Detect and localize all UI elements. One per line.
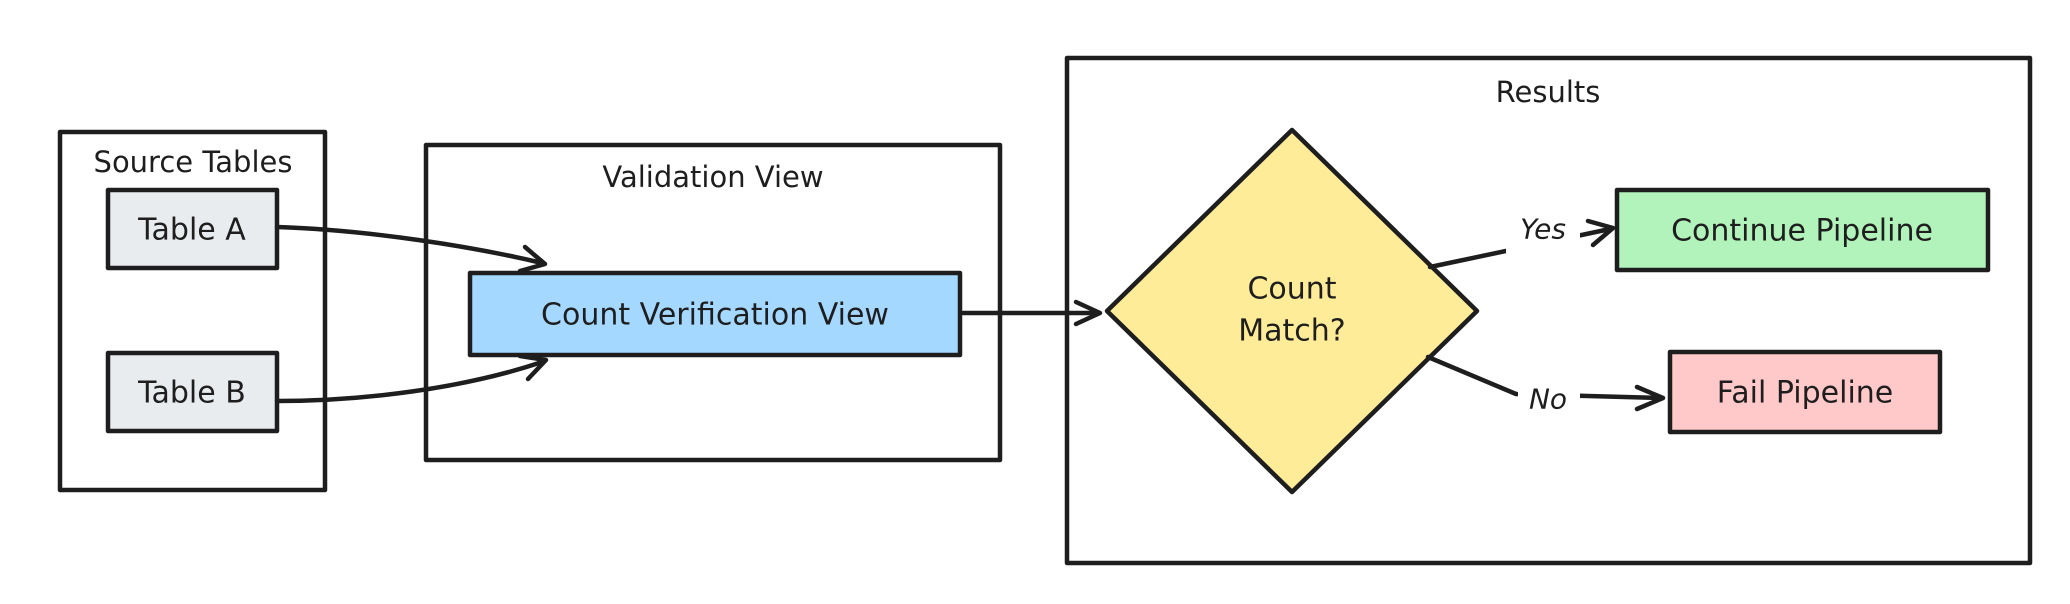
continue-pipeline-label: Continue Pipeline (1671, 214, 1933, 249)
table-a-label: Table A (137, 213, 246, 248)
count-match-diamond (1104, 127, 1480, 495)
edge-no-arrowhead-icon (1634, 384, 1666, 412)
edge-yes-arrowhead-icon (1585, 218, 1616, 248)
edge-verification-arrowhead-icon (1073, 299, 1103, 327)
table-b-node (105, 350, 280, 434)
count-match-label-line2: Match? (1238, 314, 1345, 349)
fail-pipeline-label: Fail Pipeline (1717, 376, 1894, 411)
edge-yes-label: Yes (1520, 213, 1566, 246)
count-verification-view-node (467, 270, 963, 358)
table-b-label: Table B (137, 376, 246, 411)
fail-pipeline-node (1667, 349, 1943, 435)
edge-table-a-to-verification (274, 224, 545, 266)
source-tables-container-label: Source Tables (94, 145, 293, 179)
edge-no-label-bg (1518, 378, 1580, 422)
validation-view-container-label: Validation View (602, 160, 823, 194)
edge-table-a-arrowhead-icon (517, 244, 548, 274)
edge-no-label: No (1529, 383, 1567, 416)
results-container-label: Results (1496, 75, 1601, 109)
edge-yes-label-bg (1506, 207, 1580, 253)
continue-pipeline-node (1614, 187, 1991, 273)
edge-table-b-arrowhead-icon (517, 353, 549, 382)
validation-view-container (423, 142, 1003, 463)
edge-no-to-fail (1425, 354, 1663, 401)
results-container (1064, 55, 2033, 566)
count-verification-view-label: Count Verification View (541, 298, 889, 333)
count-match-label-line1: Count (1247, 272, 1336, 307)
source-tables-container (57, 129, 328, 493)
edge-table-b-to-verification (274, 359, 545, 404)
